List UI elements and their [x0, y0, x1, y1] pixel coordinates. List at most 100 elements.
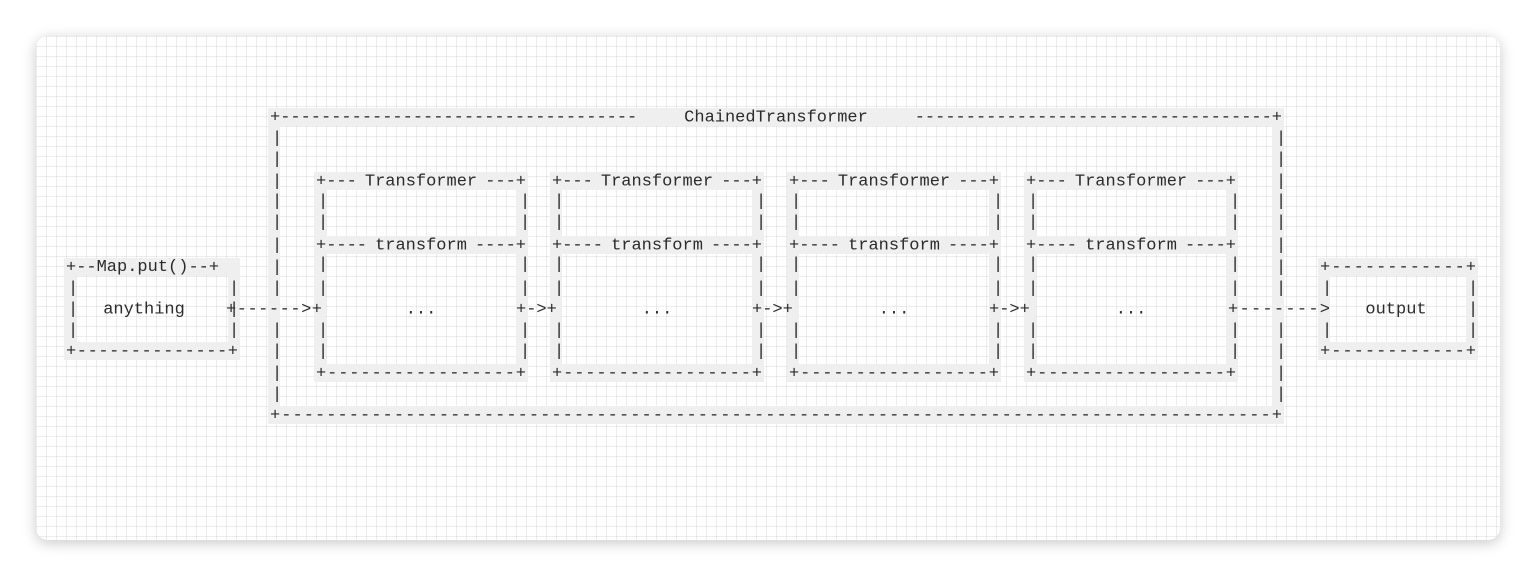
transformer-2-left-pipe-6: | [554, 342, 564, 361]
transformer-1-left-pipe-5: | [318, 321, 328, 340]
sink-right-pipe-2: | [1468, 300, 1478, 319]
transformer-4-right-band [1226, 190, 1238, 364]
chained-left-pipe-5: | [272, 213, 282, 232]
chained-right-pipe-7: | [1276, 258, 1286, 277]
transformer-1-left-pipe-1: | [318, 192, 328, 211]
chained-left-pipe-8: | [272, 279, 282, 298]
transformer-4-right-pipe-1: | [1230, 192, 1240, 211]
transformer-2-right-pipe-3: | [756, 255, 766, 274]
transformer-3-mid-band [787, 236, 1001, 254]
transformer-1-right-pipe-3: | [520, 255, 530, 274]
transformer-boxes: +---Transformer---++----transform----+..… [316, 172, 1240, 383]
sink-box: +------------+ output +------------+ [1320, 258, 1476, 361]
source-box: +--Map.put()--+ anything +--------------… [66, 258, 238, 361]
transformer-3-method-rule-right: ----+ [948, 236, 999, 255]
transformer-1-right-pipe-6: | [520, 342, 530, 361]
chained-left-pipe-3: | [272, 172, 282, 191]
source-to-transformer-arrow: +------>+ [226, 300, 322, 319]
transformer-3-right-pipe-4: | [993, 279, 1003, 298]
chained-right-pipe-12: | [1276, 385, 1286, 404]
transformer-1-top-band [314, 172, 528, 190]
transformer-4-right-pipe-4: | [1230, 279, 1240, 298]
chained-right-band [1272, 126, 1284, 406]
transformer-2-left-pipe-3: | [554, 255, 564, 274]
transformer-2-right-band [752, 190, 764, 364]
transformer-2-right-pipe-2: | [756, 213, 766, 232]
chained-right-pipe-1: | [1276, 129, 1286, 148]
transformer-3-method-rule-left: +---- [789, 236, 840, 255]
transformer-4-left-pipe-6: | [1028, 342, 1038, 361]
transformer-2-right-pipe-6: | [756, 342, 766, 361]
chained-left-pipe-6: | [272, 236, 282, 255]
transformer-4-title-rule-left: +--- [1026, 172, 1067, 191]
transformer-4-left-pipe-3: | [1028, 255, 1038, 274]
transformer-2-to-3-arrow: +->+ [752, 300, 793, 319]
transformer-3-left-pipe-5: | [791, 321, 801, 340]
chained-left-pipe-11: | [272, 364, 282, 383]
chained-right-pipe-9: | [1276, 321, 1286, 340]
source-left-pipe-3: | [68, 321, 78, 340]
transformer-3-left-pipe-4: | [791, 279, 801, 298]
transformer-1-right-pipe-5: | [520, 321, 530, 340]
transformer-box-2: +---Transformer---++----transform----+..… [552, 172, 766, 383]
transformer-3-right-pipe-6: | [993, 342, 1003, 361]
transformer-4-right-pipe-3: | [1230, 255, 1240, 274]
transformer-1-left-pipe-3: | [318, 255, 328, 274]
transformer-3-left-pipe-1: | [791, 192, 801, 211]
transformer-3-bottom-band [787, 364, 1001, 382]
chained-right-pipe-2: | [1276, 150, 1286, 169]
transformer-box-3: +---Transformer---++----transform----+..… [789, 172, 1003, 383]
source-right-pipe-2: | [229, 300, 239, 319]
transformer-3-title-rule-left: +--- [789, 172, 830, 191]
transformer-4-left-pipe-5: | [1028, 321, 1038, 340]
transformer-1-method-rule-left: +---- [316, 236, 367, 255]
chained-right-pipe-10: | [1276, 342, 1286, 361]
chained-left-pipe-9: | [272, 321, 282, 340]
chained-left-band [268, 126, 280, 406]
source-title-line: +--Map.put()--+ [66, 258, 219, 277]
pipes: | | | | | | | | | | | | | | | | | | | | | | | | | | | | | | | | | | | [68, 129, 1478, 404]
chained-left-pipe-10: | [272, 342, 282, 361]
chained-transformer-box: +----------------------------------- Cha… [270, 108, 1282, 425]
transformer-4-left-pipe-2: | [1028, 213, 1038, 232]
chained-right-pipe-5: | [1276, 213, 1286, 232]
transformer-3-right-pipe-3: | [993, 255, 1003, 274]
transformer-4-method-rule-right: ----+ [1185, 236, 1236, 255]
transformer-1-right-pipe-4: | [520, 279, 530, 298]
chained-right-pipe-4: | [1276, 192, 1286, 211]
transformer-3-left-pipe-2: | [791, 213, 801, 232]
transformer-3-bottom-rule: +-----------------+ [789, 364, 999, 383]
sink-right-band [1466, 276, 1478, 342]
transformer-3-body: ... [879, 300, 910, 319]
transformer-2-left-pipe-2: | [554, 213, 564, 232]
source-bottom-rule: +--------------+ [66, 342, 238, 361]
transformer-4-method-rule-left: +---- [1026, 236, 1077, 255]
transformer-1-title-rule-right: ---+ [485, 172, 526, 191]
chained-right-pipe-6: | [1276, 236, 1286, 255]
transformer-3-title-rule-right: ---+ [958, 172, 999, 191]
source-bottom-band [64, 342, 240, 360]
transformer-2-title-rule-left: +--- [552, 172, 593, 191]
sink-bottom-rule: +------------+ [1320, 342, 1476, 361]
source-right-pipe-3: | [229, 321, 239, 340]
sink-right-pipe-1: | [1468, 279, 1478, 298]
transformer-2-right-pipe-4: | [756, 279, 766, 298]
transformer-2-body: ... [642, 300, 673, 319]
transformer-box-1: +---Transformer---++----transform----+..… [316, 172, 530, 383]
source-top-band [64, 258, 240, 276]
transformer-3-right-pipe-1: | [993, 192, 1003, 211]
chained-left-pipe-12: | [272, 385, 282, 404]
sink-bottom-band [1318, 342, 1478, 360]
transformer-1-mid-band [314, 236, 528, 254]
transformer-1-left-pipe-2: | [318, 213, 328, 232]
transformer-4-right-pipe-5: | [1230, 321, 1240, 340]
transformer-1-body: ... [406, 300, 437, 319]
sink-left-band [1318, 276, 1330, 342]
chained-left-pipe-4: | [272, 192, 282, 211]
chained-right-pipe-3: | [1276, 172, 1286, 191]
chained-right-pipe-11: | [1276, 364, 1286, 383]
pipeline-diagram: +----------------------------------- Cha… [64, 108, 1478, 425]
source-left-pipe-2: | [68, 300, 78, 319]
transformer-3-left-band [787, 190, 799, 364]
transformer-2-title: Transformer [601, 172, 713, 191]
